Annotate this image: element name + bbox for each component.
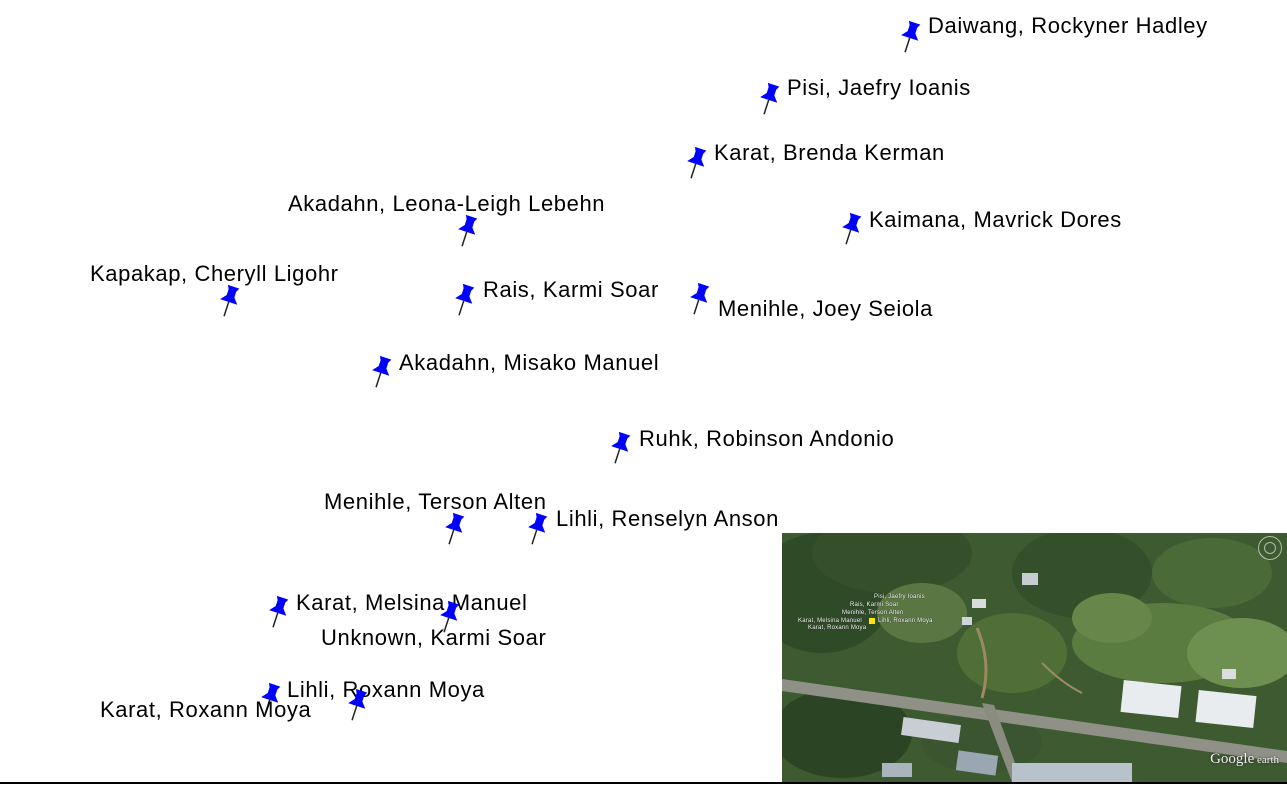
inset-label: Menihle, Terson Alten [842, 610, 904, 616]
pin-label: Karat, Melsina Manuel [296, 590, 528, 615]
pushpin-icon[interactable] [895, 20, 925, 54]
pin-label: Kaimana, Mavrick Dores [869, 207, 1122, 232]
pin-label: Karat, Roxann Moya [100, 697, 312, 722]
pin-label: Akadahn, Misako Manuel [399, 350, 660, 375]
google-earth-logo: Google earth [1210, 751, 1279, 768]
bottom-border [0, 782, 1287, 784]
inset-label: Lihli, Roxann Moya [878, 618, 933, 624]
pin-label: Daiwang, Rockyner Hadley [928, 13, 1208, 38]
pushpin-icon[interactable] [263, 595, 293, 629]
inset-label: Karat, Roxann Moya [808, 625, 867, 631]
logo-suffix: earth [1254, 754, 1279, 766]
pin-label: Menihle, Terson Alten [324, 489, 547, 514]
inset-pin-icon[interactable] [868, 617, 876, 627]
pushpin-icon[interactable] [452, 214, 482, 248]
pushpin-icon[interactable] [366, 355, 396, 389]
pin-label: Ruhk, Robinson Andonio [639, 426, 895, 451]
pushpin-icon[interactable] [684, 282, 714, 316]
pushpin-icon[interactable] [214, 284, 244, 318]
pushpin-icon[interactable] [754, 82, 784, 116]
satellite-imagery [782, 533, 1287, 782]
pushpin-icon[interactable] [605, 431, 635, 465]
inset-label: Rais, Karmi Soar [850, 602, 899, 608]
pin-label: Karat, Brenda Kerman [714, 140, 945, 165]
pushpin-icon[interactable] [342, 688, 372, 722]
pin-label: Kapakap, Cheryll Ligohr [90, 261, 339, 286]
pin-label: Lihli, Roxann Moya [287, 677, 485, 702]
inset-label: Pisi, Jaefry Ioanis [874, 594, 925, 600]
pushpin-icon[interactable] [522, 512, 552, 546]
pushpin-icon[interactable] [439, 512, 469, 546]
pushpin-icon[interactable] [255, 682, 285, 716]
pin-label: Pisi, Jaefry Ioanis [787, 75, 971, 100]
pin-label: Menihle, Joey Seiola [718, 296, 934, 321]
pushpin-icon[interactable] [449, 283, 479, 317]
pin-label: Rais, Karmi Soar [483, 277, 659, 302]
satellite-inset-map[interactable]: Pisi, Jaefry Ioanis Rais, Karmi Soar Men… [782, 533, 1287, 782]
pin-label: Akadahn, Leona-Leigh Lebehn [288, 191, 606, 216]
pushpin-icon[interactable] [434, 600, 464, 634]
pushpin-icon[interactable] [836, 212, 866, 246]
compass-icon[interactable] [1258, 536, 1282, 560]
logo-text: Google [1210, 751, 1255, 767]
pin-label: Lihli, Renselyn Anson [556, 506, 779, 531]
inset-label: Karat, Melsina Manuel [798, 618, 862, 624]
pin-label: Unknown, Karmi Soar [321, 625, 547, 650]
pushpin-icon[interactable] [681, 146, 711, 180]
